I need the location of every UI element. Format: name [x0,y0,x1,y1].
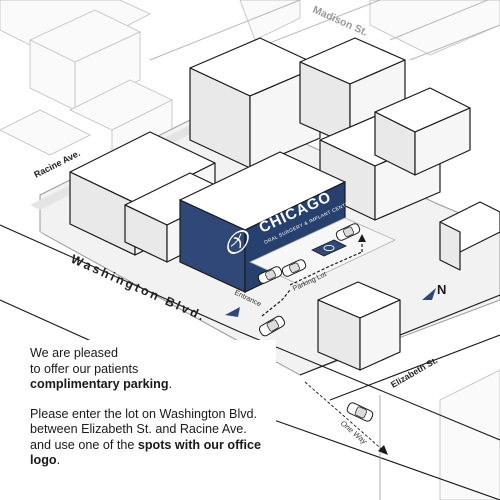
building-east-annex [374,87,471,176]
elizabeth-street-label: Elizabeth St. [389,355,439,390]
building-south [317,281,401,371]
info-line-1: We are pleased [30,346,118,360]
info-line-3-end: . [168,377,173,391]
info-line-2: to offer our patients [30,361,139,376]
car-icon [346,402,374,422]
info-paragraph-1: We are pleased to offer our patients com… [30,346,270,393]
implant-logo-icon [227,230,249,254]
north-label: N [437,282,446,297]
clinic-building: CHICAGO ORAL SURGERY & IMPLANT CENTER [179,151,354,293]
car-icon [335,223,361,241]
logo-parking-spot [311,239,347,257]
car-icon [258,315,286,337]
info-paragraph-2: Please enter the lot on Washington Blvd.… [30,407,270,469]
building-far-east [439,201,500,271]
north-indicator: N [422,282,446,300]
direction-arrow-icon [358,234,366,242]
north-arrow-icon [422,288,436,300]
entrance-arrow-icon [225,307,240,317]
one-way-route [304,381,388,455]
car-icon [281,259,307,277]
one-way-arrow-icon [378,445,388,455]
parking-info-panel: We are pleased to offer our patients com… [14,340,276,489]
one-way-label: One Way [339,419,370,447]
office-logo-spots-text: spots with our office logo [30,437,261,468]
car-icon [257,266,283,284]
entrance-route [225,289,291,317]
info-directions-text: Please enter the lot on Washington Blvd.… [30,406,258,452]
madison-street-label: Madison St. [311,4,370,39]
info-directions-end: . [56,453,61,467]
complimentary-parking-text: complimentary parking [30,377,169,391]
spot-logo-icon [323,244,335,252]
